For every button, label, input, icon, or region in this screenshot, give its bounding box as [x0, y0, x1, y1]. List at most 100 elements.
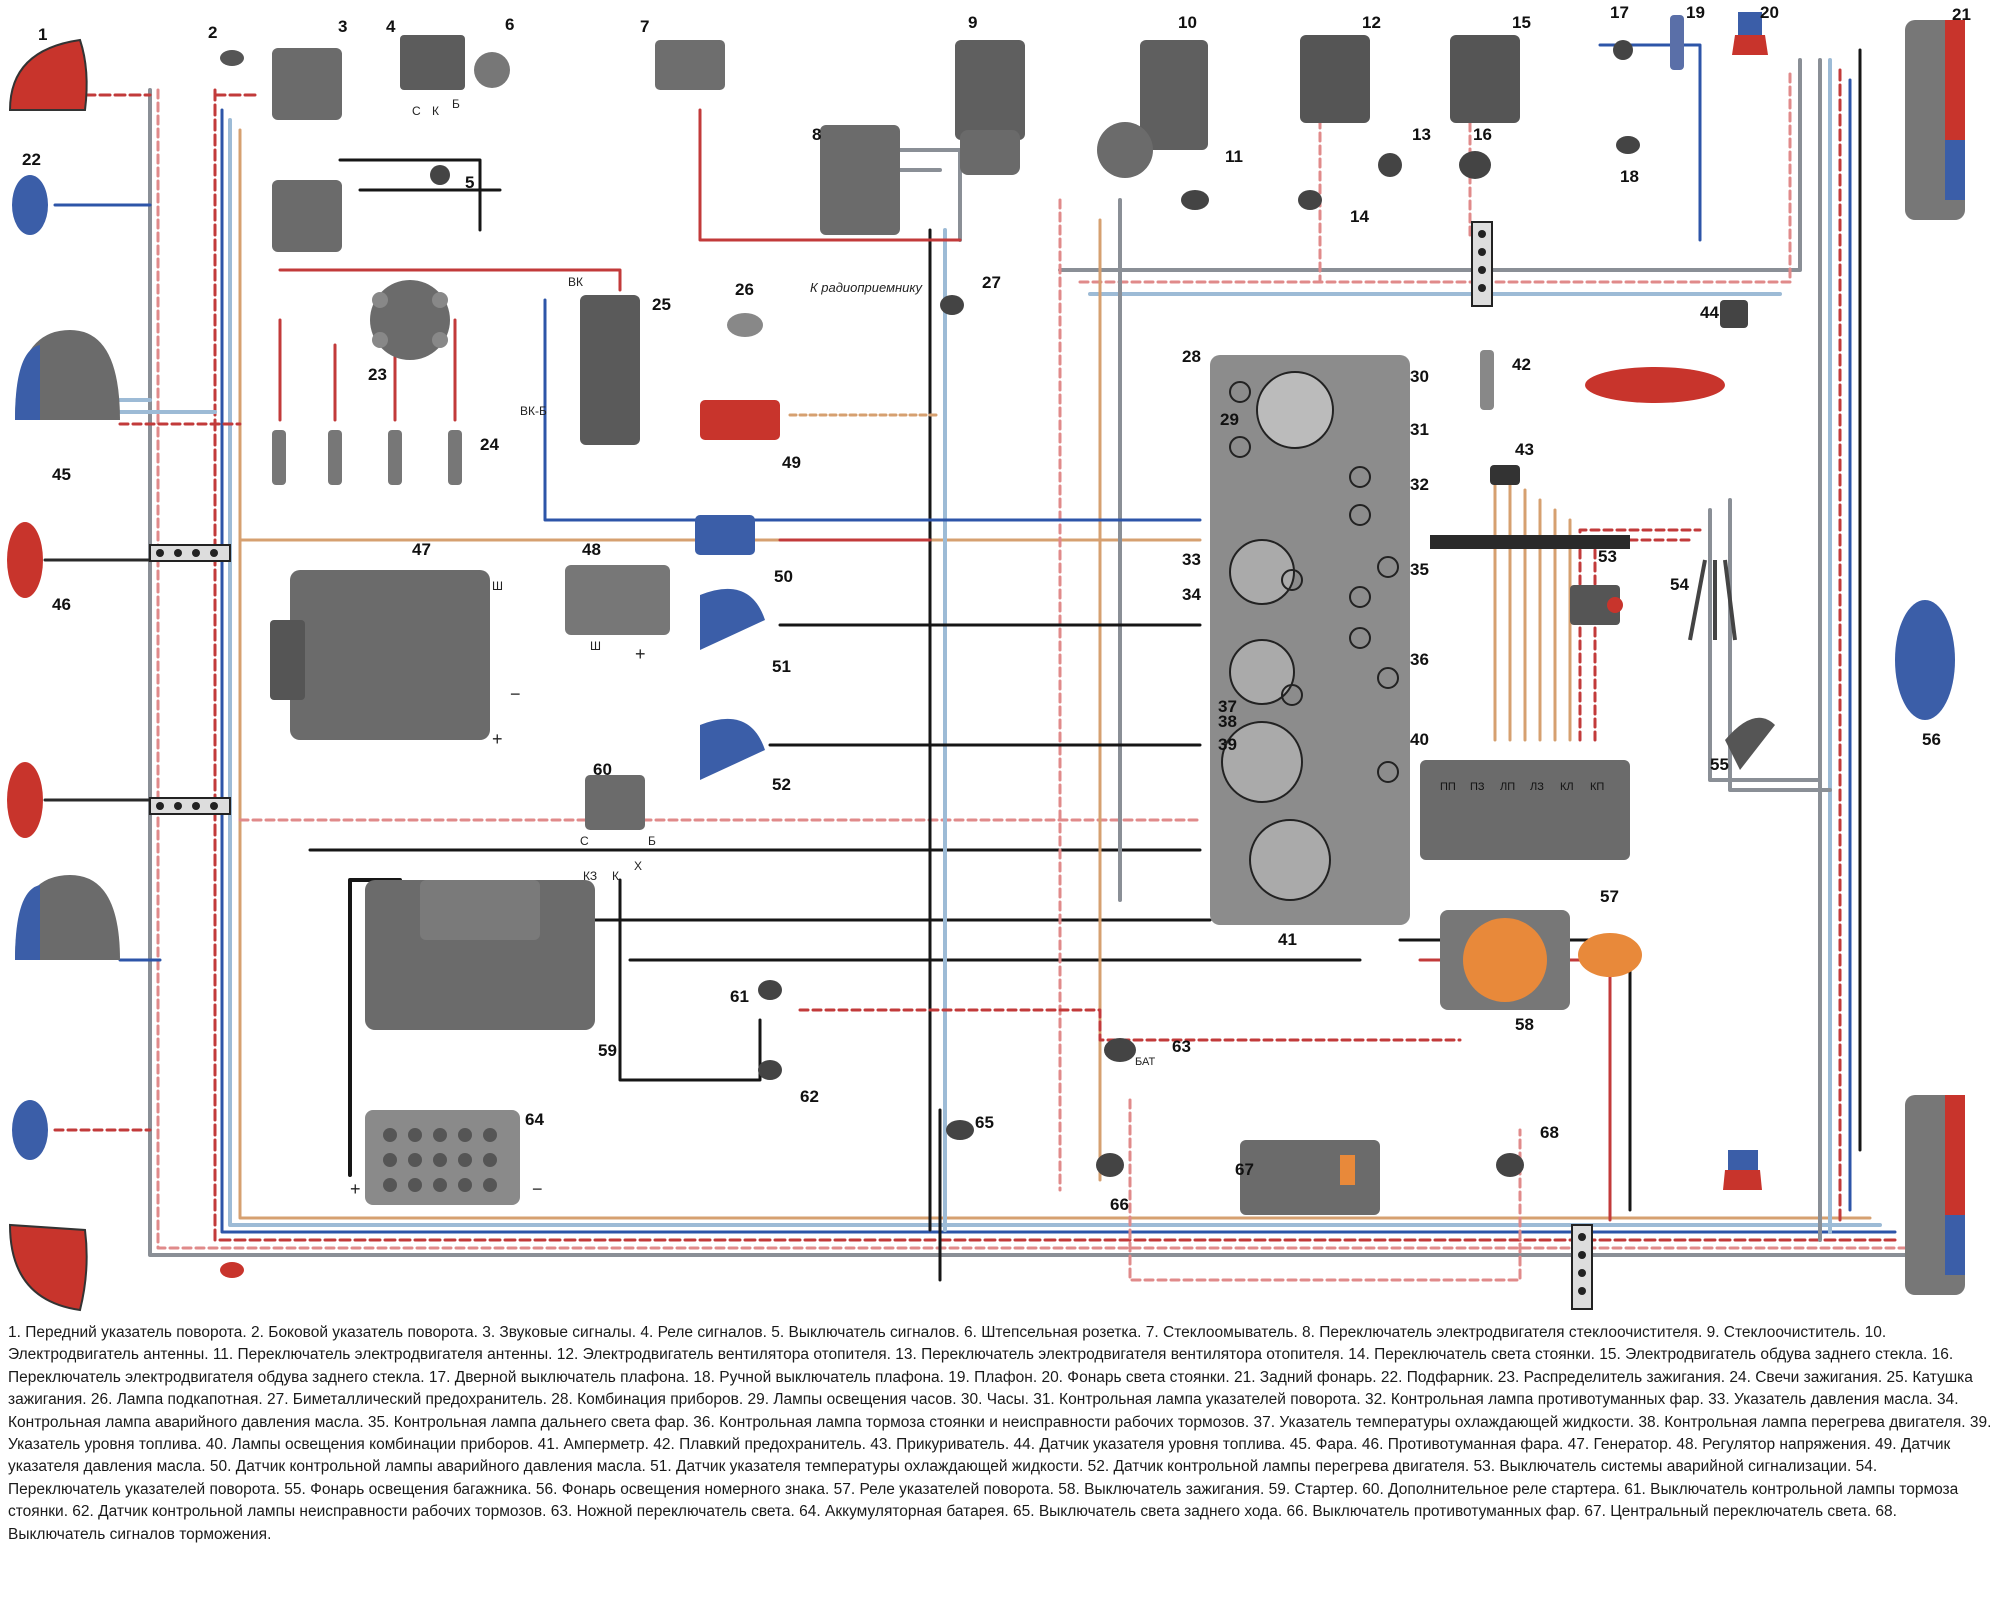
heater-motor-icon	[1300, 35, 1370, 123]
relay-pin-label: ПЗ	[1470, 781, 1485, 793]
callout-24: 24	[480, 435, 499, 454]
callout-6: 6	[505, 15, 514, 34]
relay-leads	[1493, 468, 1572, 742]
callout-53: 53	[1598, 547, 1617, 566]
left-trunk-wire-lightblue	[228, 118, 1882, 1227]
callout-50: 50	[774, 567, 793, 586]
terminal-plus-2: +	[492, 729, 503, 749]
callout-35: 35	[1410, 560, 1429, 579]
plate-lamp-icon	[1895, 600, 1955, 720]
boot-lamp-icon	[1725, 717, 1775, 770]
spark-plug-icon	[388, 430, 402, 485]
spark-plug-icon	[328, 430, 342, 485]
callout-40: 40	[1410, 730, 1429, 749]
callout-18: 18	[1620, 167, 1639, 186]
callout-44: 44	[1700, 303, 1719, 322]
temp-gauge-icon	[1229, 639, 1295, 705]
callout-25: 25	[652, 295, 671, 314]
callout-5: 5	[465, 173, 474, 192]
callout-32: 32	[1410, 475, 1429, 494]
headlight-icon	[15, 875, 120, 960]
fog-light-icon	[7, 522, 43, 598]
terminal-plus: +	[635, 644, 646, 664]
coil-lead	[543, 298, 1202, 522]
wiring-schematic: К радиоприемнику ВК ВК-Б Ш Ш + + + − − Б…	[7, 3, 1971, 1312]
ignition-coil-icon	[580, 295, 640, 445]
spark-plug-icon	[272, 430, 286, 485]
motor-leads	[1318, 108, 1472, 282]
callout-8: 8	[812, 125, 821, 144]
oil-pressure-switch-icon	[695, 515, 755, 555]
callout-22: 22	[22, 150, 41, 169]
callout-21: 21	[1952, 5, 1971, 24]
callout-54: 54	[1670, 575, 1689, 594]
terminal-b-relay: Б	[452, 97, 460, 111]
cigarette-lighter-icon	[1490, 465, 1520, 485]
connector-block-left-lower	[149, 797, 231, 815]
antenna-drum-icon	[1097, 122, 1153, 178]
light-switch-leads	[1128, 1098, 1522, 1282]
antenna-switch-icon	[1181, 190, 1209, 210]
callout-47: 47	[412, 540, 431, 559]
side-repeater-icon	[220, 50, 244, 66]
horn-icon	[272, 48, 342, 120]
callout-19: 19	[1686, 3, 1705, 22]
callout-62: 62	[800, 1087, 819, 1106]
callout-46: 46	[52, 595, 71, 614]
turn-signal-switch-icon	[1688, 559, 1737, 641]
ignition-key-icon	[1578, 933, 1642, 977]
callout-66: 66	[1110, 1195, 1129, 1214]
connector-blocks	[149, 221, 1630, 1310]
callout-39: 39	[1218, 735, 1237, 754]
callout-41: 41	[1278, 930, 1297, 949]
terminal-b: Б	[648, 834, 656, 848]
fuse-icon	[1480, 350, 1494, 410]
callout-30: 30	[1410, 367, 1429, 386]
horn-switch-icon	[430, 165, 450, 185]
callout-42: 42	[1512, 355, 1531, 374]
indicator-lamps-icon	[1229, 381, 1399, 783]
brake-sender-icon	[758, 1060, 782, 1080]
terminal-sh: Ш	[492, 579, 503, 593]
turn-switch-leads	[1708, 498, 1832, 792]
callout-65: 65	[975, 1113, 994, 1132]
callout-57: 57	[1600, 887, 1619, 906]
relay-pin-label: КЛ	[1560, 781, 1574, 793]
callout-27: 27	[982, 273, 1001, 292]
callout-60: 60	[593, 760, 612, 779]
callout-26: 26	[735, 280, 754, 299]
callout-12: 12	[1362, 13, 1381, 32]
callout-14: 14	[1350, 207, 1369, 226]
front-turn-signal-icon	[8, 1223, 88, 1312]
horn-icon-2	[272, 180, 342, 252]
brake-switch-leads	[798, 1008, 1462, 1042]
door-switch-icon	[1613, 40, 1633, 60]
callout-13: 13	[1412, 125, 1431, 144]
callout-29: 29	[1220, 410, 1239, 429]
spark-leads	[278, 318, 457, 422]
callout-55: 55	[1710, 755, 1729, 774]
bimetal-breaker-icon	[940, 295, 964, 315]
left-trunk-wire-blue	[220, 108, 1897, 1234]
callout-37: 37	[1218, 697, 1237, 716]
brake-light-switch-icon	[1496, 1153, 1524, 1177]
distributor-icon	[370, 280, 450, 360]
callout-48: 48	[582, 540, 601, 559]
washer-leads	[698, 108, 962, 242]
spark-plug-icon	[448, 430, 462, 485]
terminal-x: Х	[634, 859, 642, 873]
wiper-leads	[898, 148, 962, 242]
antenna-motor-icon	[1140, 40, 1208, 150]
courtesy-lamp-icon	[1670, 15, 1684, 70]
terminal-plus-3: +	[350, 1179, 361, 1199]
alternator-icon	[290, 570, 490, 740]
callout-68: 68	[1540, 1123, 1559, 1142]
callout-56: 56	[1922, 730, 1941, 749]
callout-11: 11	[1225, 147, 1243, 166]
headlight-icon	[15, 330, 120, 420]
relay-pin-label: ЛП	[1500, 781, 1515, 793]
terminal-s: С	[580, 834, 589, 848]
ammeter-icon	[1249, 819, 1331, 901]
callout-1: 1	[38, 25, 47, 44]
